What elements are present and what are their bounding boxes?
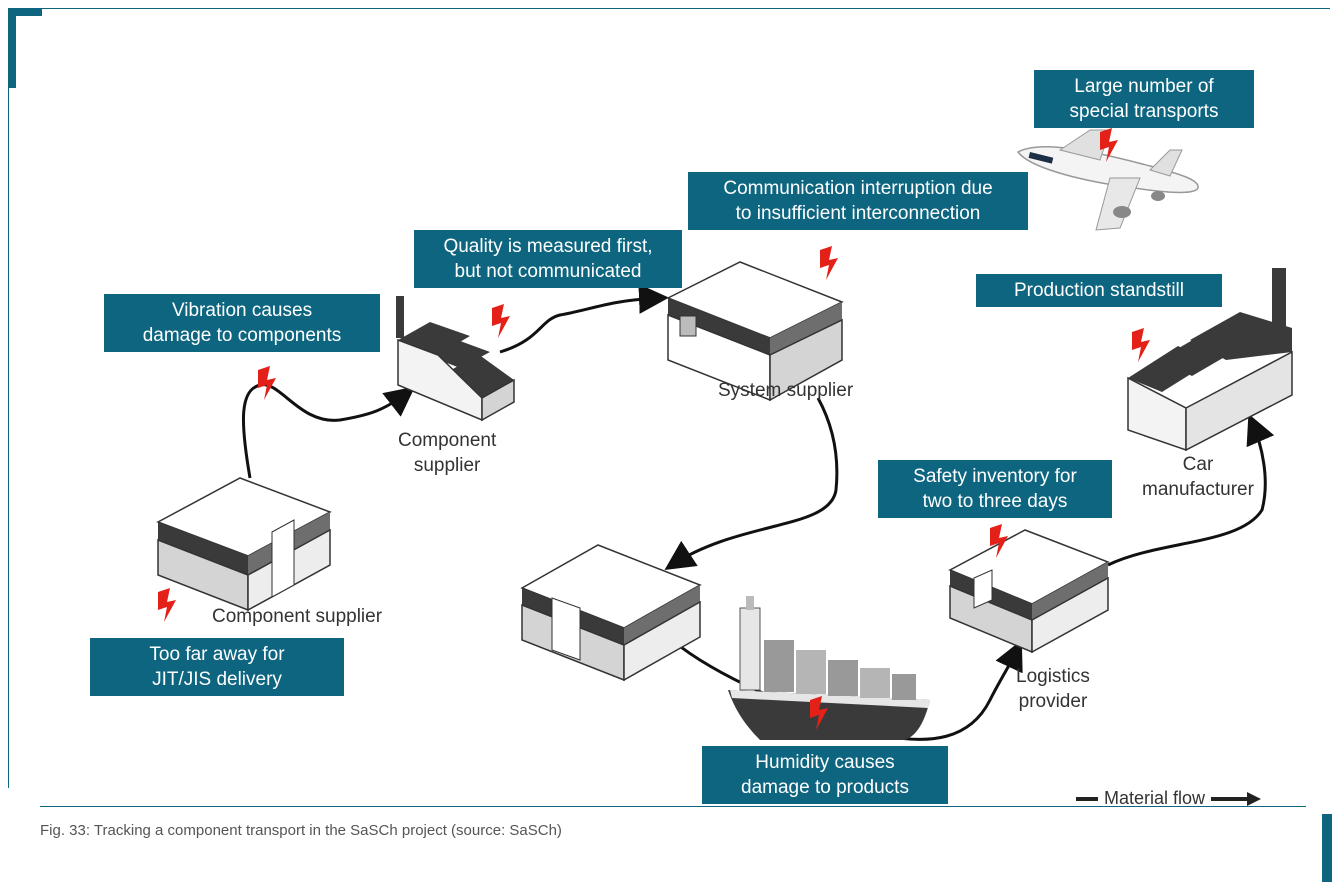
callout-vibration: Vibration causes damage to components: [104, 294, 380, 352]
callout-special-transports: Large number of special transports: [1034, 70, 1254, 128]
label-component-supplier-2: Component supplier: [212, 606, 383, 627]
corner-accent-top: [8, 8, 42, 16]
factory-component-supplier: [396, 296, 515, 422]
warning-bolt-icon: [492, 304, 510, 338]
corner-accent-bottom: [1322, 814, 1332, 882]
airplane-illustration: [1016, 129, 1199, 231]
caption-divider: [40, 806, 1306, 807]
label-logistics-provider: Logistics provider: [1016, 666, 1090, 712]
arrow-right-icon: [1211, 791, 1262, 806]
flow-path-1: [242, 383, 416, 479]
callout-text: Too far away for JIT/JIS delivery: [149, 644, 285, 690]
callout-text: Communication interruption due to insuff…: [723, 178, 993, 224]
legend-dash: [1076, 796, 1098, 801]
label-component-supplier: Component supplier: [398, 430, 497, 476]
legend: Material flow: [1076, 788, 1263, 809]
callout-text: Large number of special transports: [1069, 76, 1219, 122]
factory-car-manufacturer: [1127, 268, 1293, 452]
corner-accent-left: [8, 8, 16, 88]
legend-label: Material flow: [1104, 788, 1206, 808]
flow-path-3: [664, 397, 839, 570]
label-car-manufacturer: Car manufacturer: [1142, 454, 1254, 500]
warning-bolt-icon: [158, 588, 176, 622]
frame-left-line: [8, 8, 9, 788]
flow-path-5: [1107, 413, 1275, 567]
flow-path-2: [499, 283, 669, 354]
callout-text: Safety inventory for two to three days: [913, 466, 1077, 512]
warning-bolt-icon: [1132, 328, 1150, 362]
warehouse-component-supplier: [156, 477, 332, 612]
warning-bolt-icon: [258, 366, 276, 400]
warehouse-transit: [520, 544, 702, 682]
container-ship-illustration: [728, 596, 930, 740]
callout-text: Production standstill: [1013, 280, 1185, 301]
callout-safety: Safety inventory for two to three days: [878, 460, 1112, 518]
warning-bolt-icon: [820, 246, 838, 280]
warehouse-logistics-provider: [948, 529, 1110, 654]
label-system-supplier: System supplier: [718, 380, 854, 401]
frame-top-line: [8, 8, 1330, 9]
callout-text: Humidity causes damage to products: [741, 752, 909, 798]
callout-humidity: Humidity causes damage to products: [702, 746, 948, 804]
callout-production: Production standstill: [976, 274, 1222, 307]
callout-communication: Communication interruption due to insuff…: [688, 172, 1028, 230]
callout-quality: Quality is measured first, but not commu…: [414, 230, 682, 288]
callout-text: Quality is measured first, but not commu…: [443, 236, 653, 282]
callout-text: Vibration causes damage to components: [142, 300, 342, 346]
warehouse-system-supplier: [666, 261, 844, 402]
figure-caption: Fig. 33: Tracking a component transport …: [40, 822, 562, 839]
callout-too-far: Too far away for JIT/JIS delivery: [90, 638, 344, 696]
